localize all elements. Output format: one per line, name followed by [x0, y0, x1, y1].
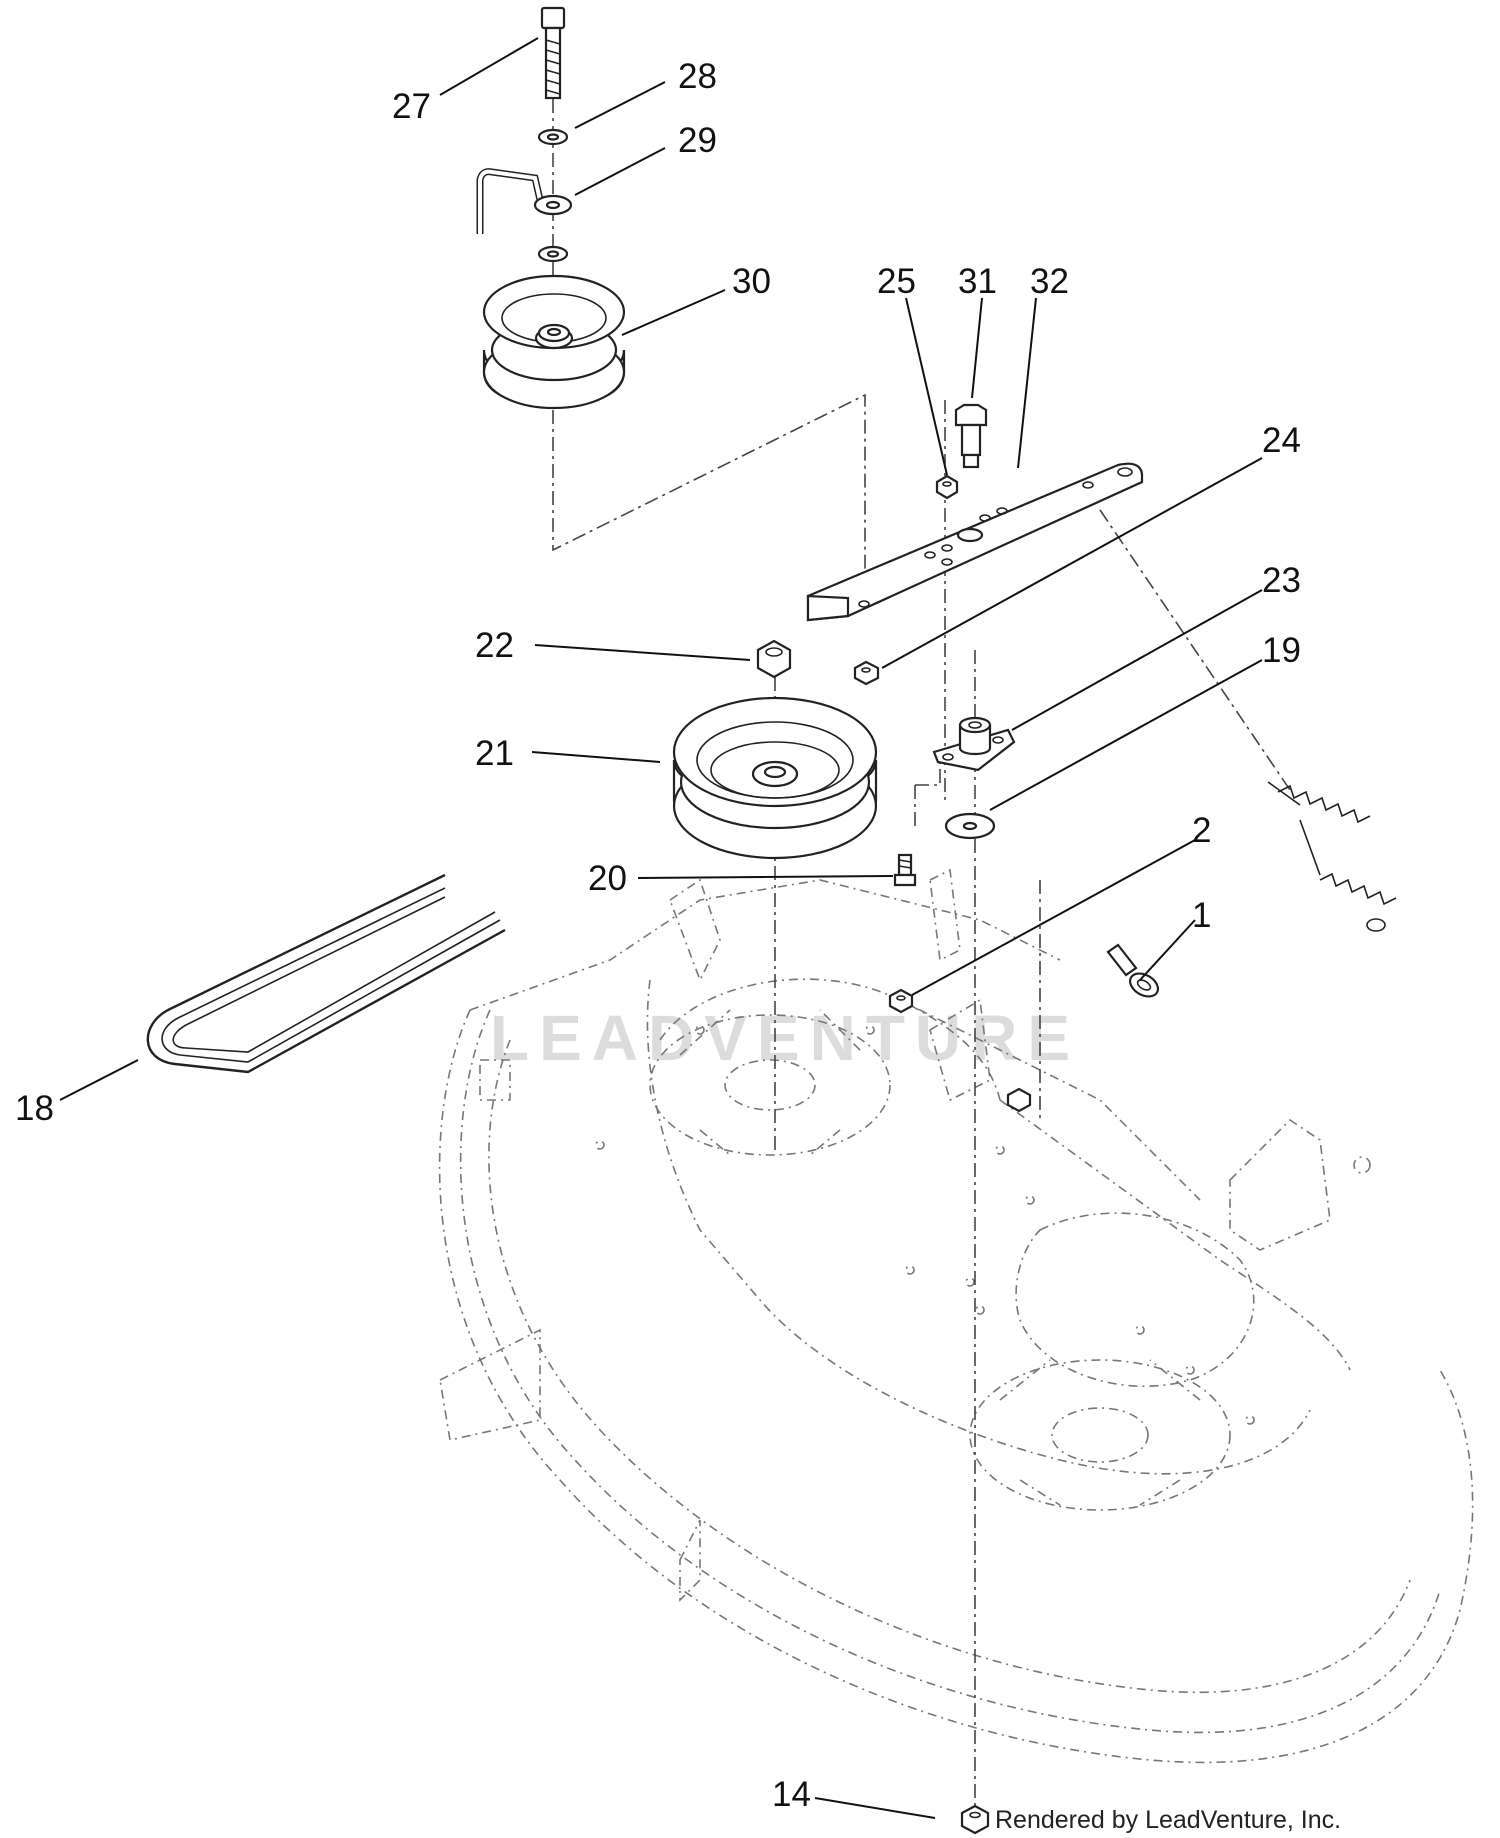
- callout-31: 31: [958, 262, 997, 301]
- callout-25: 25: [877, 262, 916, 301]
- callout-20: 20: [588, 859, 627, 898]
- part-deck-nut: [1006, 1087, 1032, 1113]
- part-14-nut: [960, 1804, 990, 1835]
- callout-21: 21: [475, 734, 514, 773]
- part-1-eye-bolt: [1106, 943, 1160, 998]
- part-29-hook: [476, 168, 573, 234]
- part-21-drive-pulley: [672, 696, 878, 860]
- part-32-idler-arm: [806, 462, 1144, 622]
- part-28-washer: [537, 128, 569, 146]
- callout-32: 32: [1030, 262, 1069, 301]
- part-22-nut: [756, 639, 792, 679]
- callout-23: 23: [1262, 561, 1301, 600]
- callout-30: 30: [732, 262, 771, 301]
- credit-text: Rendered by LeadVenture, Inc.: [995, 1806, 1341, 1834]
- part-washer-spacer: [537, 245, 569, 263]
- callout-24: 24: [1262, 421, 1301, 460]
- part-18-belt: [146, 873, 506, 1074]
- part-30-idler-pulley: [482, 274, 626, 410]
- part-2-nut: [888, 988, 914, 1014]
- callout-27: 27: [392, 87, 431, 126]
- callout-1: 1: [1192, 896, 1211, 935]
- callout-2: 2: [1192, 811, 1211, 850]
- part-extension-spring: [1267, 781, 1397, 932]
- part-24-nut: [853, 660, 880, 686]
- callout-18: 18: [15, 1089, 54, 1128]
- part-19-washer: [944, 812, 996, 840]
- callout-14: 14: [772, 1775, 811, 1814]
- part-20-bolt: [893, 853, 917, 887]
- part-31-shoulder-bolt: [954, 403, 988, 469]
- callout-labels: 27 28 29 30 25 31 32 24 23 22 19 21 2 20…: [15, 57, 1301, 1814]
- leader-lines: [59, 37, 1263, 1819]
- part-27-bolt: [540, 6, 566, 100]
- callout-19: 19: [1262, 631, 1301, 670]
- assembly-centerlines: [552, 18, 1291, 1820]
- callout-28: 28: [678, 57, 717, 96]
- part-25-nut: [935, 474, 959, 500]
- callout-29: 29: [678, 121, 717, 160]
- callout-22: 22: [475, 626, 514, 665]
- watermark-text: LEADVENTURE: [490, 1002, 1080, 1074]
- mower-deck: [438, 868, 1474, 1764]
- part-23-pivot-bracket: [932, 716, 1016, 772]
